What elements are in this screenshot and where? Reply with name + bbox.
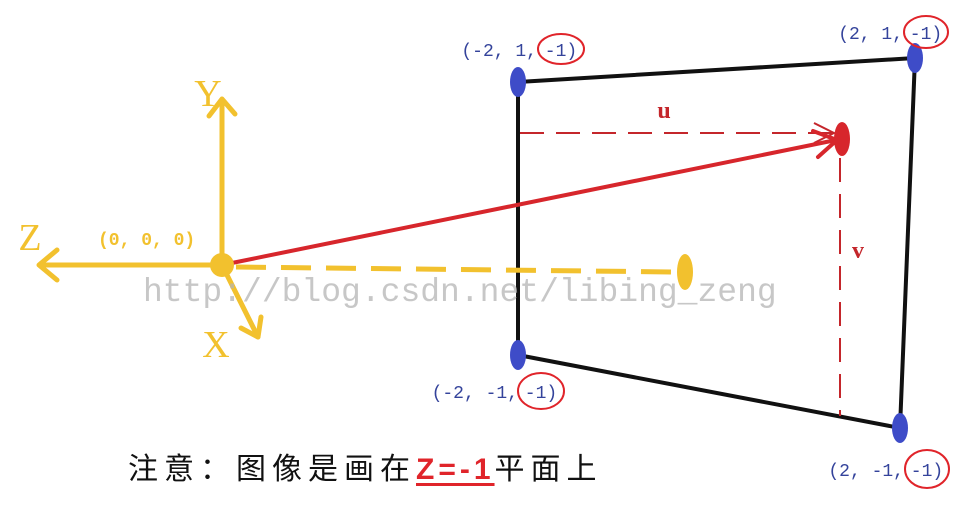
y-axis-arrowhead: [206, 96, 238, 119]
origin-label: (0, 0, 0): [98, 231, 195, 251]
z-axis-arrowhead: [36, 247, 60, 283]
corner-point-top-right: [907, 43, 923, 73]
x-axis-arrowhead: [238, 314, 264, 340]
ray: [220, 122, 850, 267]
corner-point-top-left: [510, 67, 526, 97]
x-axis-label: X: [202, 324, 229, 366]
corner-label-coords: (2, 1,: [838, 25, 903, 45]
ray-hit-point: [834, 122, 850, 156]
z-highlight-circle: [904, 449, 950, 489]
corner-label-coords: (-2, 1,: [461, 42, 537, 62]
u-label: u: [657, 98, 670, 124]
v-label: v: [852, 238, 864, 264]
corner-label-bottom-right: (2, -1, -1): [828, 449, 950, 489]
corner-label-bottom-left: (-2, -1, -1): [432, 372, 565, 410]
caption-text-before: 注意：图像是画在: [128, 452, 416, 487]
corner-point-bottom-right: [892, 413, 908, 443]
z-highlight-circle: [537, 33, 585, 65]
corner-label-top-right: (2, 1, -1): [838, 15, 949, 49]
corner-label-coords: (2, -1,: [828, 462, 904, 482]
corner-label-z: -1): [545, 42, 577, 62]
z-axis-label: Z: [18, 217, 41, 259]
corner-point-bottom-left: [510, 340, 526, 370]
watermark-text: http://blog.csdn.net/libing_zeng: [143, 274, 777, 311]
v-offset-guide: v: [839, 158, 864, 416]
corner-label-coords: (-2, -1,: [432, 384, 518, 404]
caption-text-after: 平面上: [494, 452, 603, 487]
corner-label-top-left: (-2, 1, -1): [461, 33, 585, 65]
corner-label-z: -1): [911, 462, 943, 482]
corner-label-z: -1): [525, 384, 557, 404]
corner-label-z: -1): [910, 25, 942, 45]
caption: 注意：图像是画在Z=-1平面上: [128, 452, 603, 488]
y-axis-label: Y: [194, 73, 221, 115]
caption-plane-highlight: Z=-1: [416, 453, 495, 486]
z-highlight-circle: [903, 15, 949, 49]
view-direction-dashed-line: [235, 264, 677, 275]
plane-center-point: [677, 254, 693, 290]
coordinate-axes: Y Z X: [18, 73, 264, 366]
origin-point: [210, 253, 234, 277]
u-offset-guide: u: [520, 98, 835, 144]
u-arrowhead: [813, 122, 835, 144]
ray-line: [220, 138, 838, 267]
z-highlight-circle: [517, 372, 565, 410]
x-axis-line: [219, 262, 261, 340]
